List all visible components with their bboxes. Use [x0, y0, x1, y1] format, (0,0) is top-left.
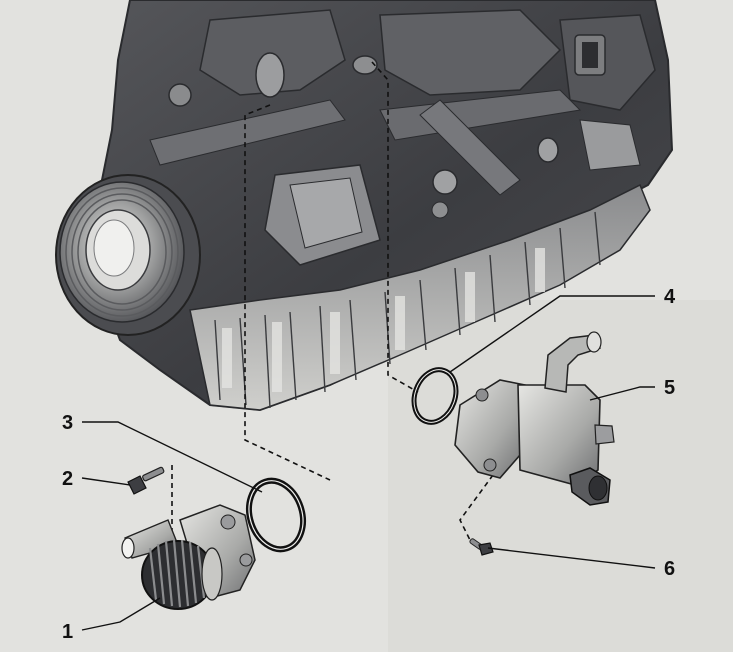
- callout-1: 1: [62, 621, 73, 643]
- callout-5: 5: [664, 377, 675, 399]
- engine-block: [55, 0, 674, 412]
- crankshaft-pulley: [55, 174, 201, 336]
- callout-6: 6: [664, 558, 675, 580]
- bolt-pump: [127, 466, 165, 495]
- bolt-thermostat: [469, 538, 494, 556]
- callout-3: 3: [62, 412, 73, 434]
- assembly-lines: [171, 61, 494, 556]
- o-ring-small: [411, 367, 459, 425]
- leader-lines: [81, 295, 656, 631]
- thermostat-housing: [454, 331, 615, 506]
- o-ring-large: [246, 477, 306, 553]
- callout-4: 4: [664, 286, 676, 308]
- coolant-pump: [121, 504, 256, 610]
- callout-2: 2: [62, 468, 73, 490]
